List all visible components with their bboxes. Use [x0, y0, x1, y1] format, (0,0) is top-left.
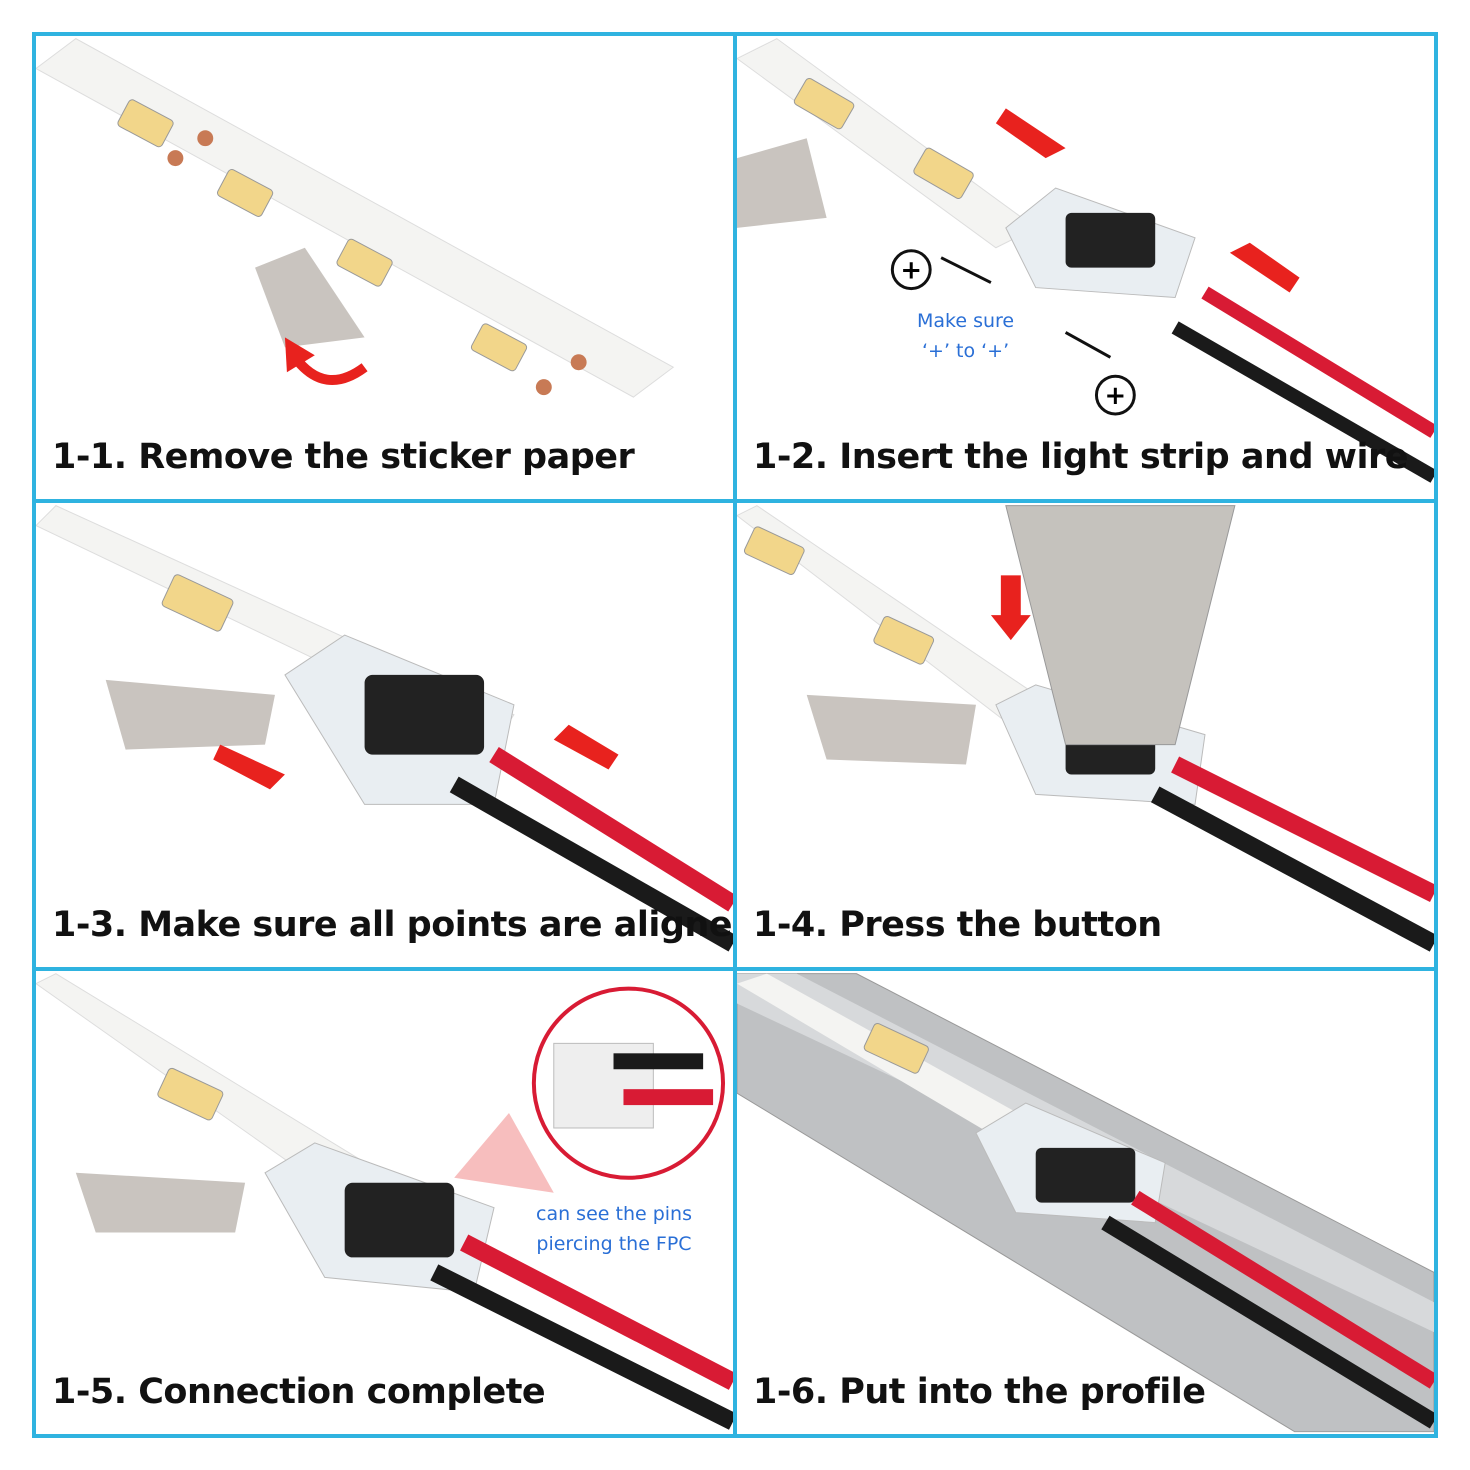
- step-panel-1: 1-1. Remove the sticker paper: [36, 36, 733, 500]
- arrow-icon: [995, 108, 1066, 159]
- arrow-icon: [553, 725, 619, 770]
- note-line: piercing the FPC: [536, 1233, 692, 1256]
- step-panel-4: 1-4. Press the button: [737, 503, 1434, 967]
- plus-icon: [890, 249, 932, 291]
- step-caption: 1-2. Insert the light strip and wire: [753, 437, 1409, 478]
- step-caption: 1-6. Put into the profile: [753, 1372, 1206, 1412]
- strip-illustration: [36, 38, 675, 398]
- plus-icon: [1094, 374, 1136, 416]
- arrow-icon: [1000, 575, 1021, 621]
- note-line: Make sure: [917, 310, 1015, 332]
- connector-button: [364, 675, 485, 755]
- arrow-icon: [1229, 242, 1300, 293]
- step-panel-2: + + Make sure ‘+’ to ‘+’ 1-2. Insert the…: [737, 36, 1434, 500]
- note-line: ‘+’ to ‘+’: [921, 340, 1010, 363]
- arrow-icon: [213, 744, 285, 790]
- step-caption: 1-1. Remove the sticker paper: [52, 437, 635, 478]
- complete-illustration: [36, 972, 733, 1430]
- step-caption: 1-5. Connection complete: [52, 1372, 546, 1412]
- step-panel-5: can see the pins piercing the FPC 1-5. C…: [36, 970, 733, 1434]
- step-caption: 1-4. Press the button: [753, 904, 1162, 945]
- profile-illustration: [737, 972, 1434, 1432]
- curved-arrow-icon: [290, 354, 368, 385]
- insert-illustration: + +: [737, 38, 1434, 483]
- press-illustration: [737, 505, 1434, 952]
- align-illustration: [36, 505, 733, 952]
- connector-button: [1065, 212, 1156, 268]
- svg-text:+: +: [1105, 381, 1127, 411]
- pins-note: can see the pins piercing the FPC: [536, 1199, 692, 1260]
- note-line: can see the pins: [536, 1202, 692, 1225]
- pliers: [1005, 505, 1236, 746]
- sticker-paper: [255, 247, 365, 348]
- step-caption: 1-3. Make sure all points are aligned: [52, 904, 733, 945]
- instruction-grid: 1-1. Remove the sticker paper + + Make s…: [32, 32, 1438, 1438]
- svg-text:+: +: [900, 256, 922, 286]
- step-panel-6: 1-6. Put into the profile: [737, 970, 1434, 1434]
- step-panel-3: 1-3. Make sure all points are aligned: [36, 503, 733, 967]
- polarity-note: Make sure ‘+’ to ‘+’: [917, 306, 1014, 367]
